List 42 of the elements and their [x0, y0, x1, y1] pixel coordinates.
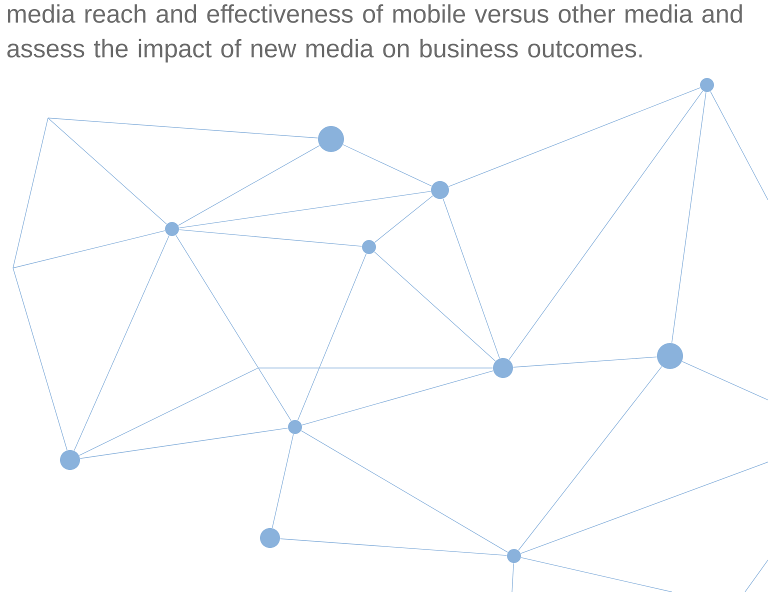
paragraph: media reach and effectiveness of mobile versus other media and assess the impact of new media on business outcomes. [7, 4, 742, 63]
network-line [176, 234, 292, 422]
network-line [518, 366, 662, 551]
network-line [178, 229, 362, 247]
network-line [374, 252, 496, 362]
network-line [272, 434, 294, 528]
network-dot [60, 450, 80, 470]
network-dot [260, 528, 280, 548]
network-line [448, 87, 701, 187]
network-dot [657, 343, 683, 369]
network-line [12, 230, 166, 268]
network-dot [318, 126, 344, 152]
network-line [48, 118, 318, 138]
network-line [280, 538, 508, 556]
network-line [12, 268, 68, 450]
network-line [512, 562, 514, 592]
network-line [297, 253, 367, 421]
network-line [300, 430, 508, 553]
network-dot [362, 240, 376, 254]
network-line [178, 145, 320, 226]
network-line [512, 356, 658, 368]
network-line [710, 91, 768, 200]
network-line [78, 368, 258, 456]
network-dot [288, 420, 302, 434]
network-line [520, 462, 768, 554]
network-line [671, 92, 706, 344]
network-line [682, 361, 768, 400]
network-line [74, 235, 170, 451]
network-dot [507, 549, 521, 563]
network-dot [700, 78, 714, 92]
network-line [374, 195, 434, 243]
network-line [302, 370, 494, 426]
network-dot [165, 222, 179, 236]
network-dot [431, 181, 449, 199]
network-line [508, 90, 704, 360]
network-line [520, 557, 672, 592]
network-line [342, 144, 432, 186]
network-dot [493, 358, 513, 378]
network-line [442, 198, 500, 359]
network-line [80, 428, 288, 459]
network-line [48, 118, 167, 224]
network-line [178, 191, 432, 228]
